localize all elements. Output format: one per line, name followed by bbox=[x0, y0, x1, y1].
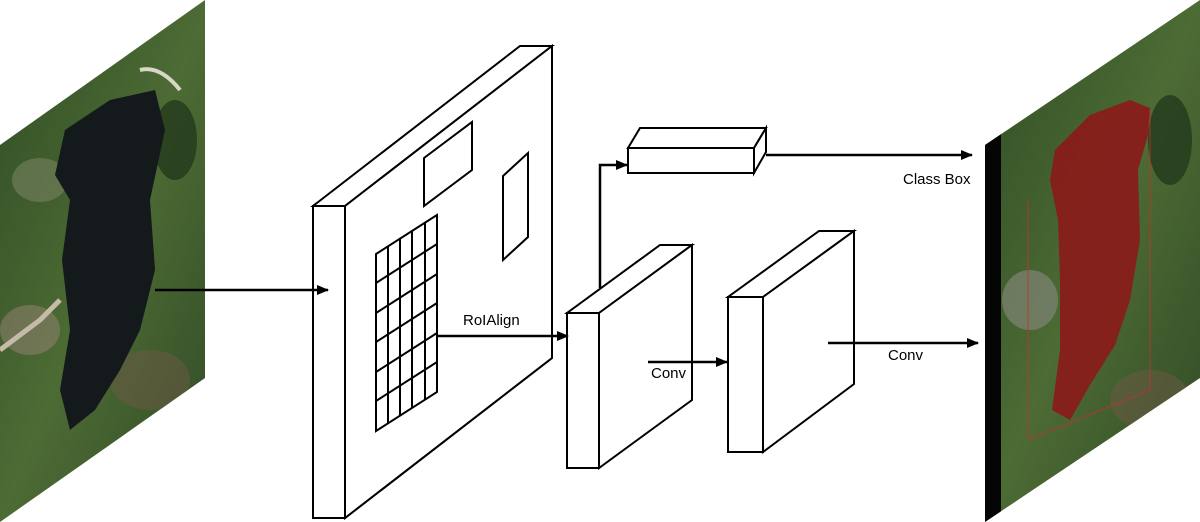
roi-feature-block bbox=[563, 243, 696, 470]
reservoir-shape bbox=[55, 90, 165, 430]
input-satellite-image bbox=[0, 0, 205, 522]
region-proposal-rect-1 bbox=[423, 120, 473, 208]
arrow-to-class-box-branch bbox=[598, 160, 628, 288]
conv-feature-block bbox=[724, 229, 858, 454]
feature-map-box bbox=[310, 43, 555, 521]
conv-label-1: Conv bbox=[651, 365, 687, 382]
class-box-branch-block bbox=[626, 124, 768, 177]
roialign-label: RoIAlign bbox=[463, 312, 520, 329]
output-segmented-image bbox=[985, 0, 1200, 522]
class-box-label: Class Box bbox=[903, 171, 971, 188]
roi-grid bbox=[375, 213, 438, 433]
reservoir-mask bbox=[1050, 100, 1150, 420]
region-proposal-rect-2 bbox=[502, 150, 529, 263]
conv-label-2: Conv bbox=[888, 347, 924, 364]
